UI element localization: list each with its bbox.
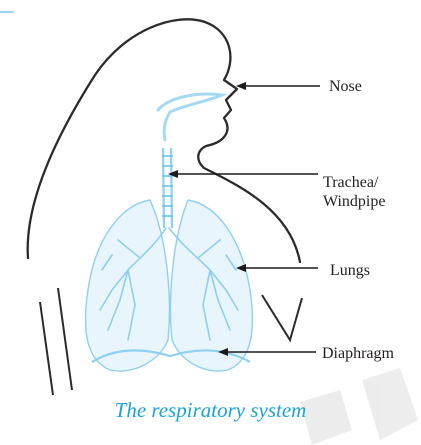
right-side-outline <box>262 295 302 340</box>
label-lungs: Lungs <box>330 261 370 280</box>
nasal-passage <box>158 94 222 140</box>
left-lung <box>86 200 170 371</box>
label-trachea: Trachea/ Windpipe <box>323 173 385 211</box>
left-arm-outline <box>40 302 53 395</box>
label-trachea-line2: Windpipe <box>323 192 385 211</box>
label-diaphragm: Diaphragm <box>322 344 394 363</box>
label-trachea-line1: Trachea/ <box>323 173 385 192</box>
figure-caption: The respiratory system <box>0 398 421 423</box>
label-nose: Nose <box>329 77 362 96</box>
left-side-outline <box>58 288 72 390</box>
right-lung <box>171 200 253 371</box>
